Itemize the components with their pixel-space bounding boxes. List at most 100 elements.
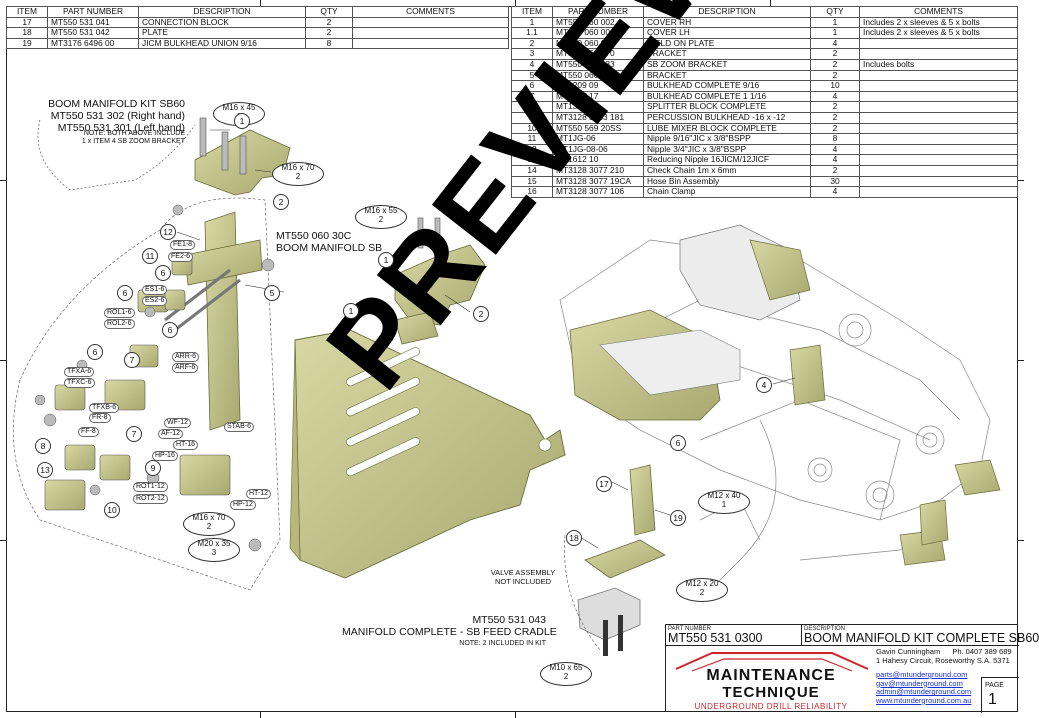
item-balloon: 10	[104, 502, 120, 518]
contact-phone: Ph. 0407 389 689	[952, 647, 1012, 656]
port-tag: WF-12	[164, 418, 191, 428]
port-tag: FF-8	[78, 427, 99, 437]
bom-table-right: ITEM PART NUMBER DESCRIPTION QTY COMMENT…	[511, 6, 1018, 198]
col-comments: COMMENTS	[859, 6, 1018, 18]
website-link[interactable]: www.mtunderground.com.au	[876, 695, 972, 705]
port-tag: FE1-8	[170, 240, 196, 250]
port-tag: TFXB-6	[89, 403, 120, 413]
logo-swoosh	[675, 652, 869, 672]
leader-line	[37, 119, 196, 191]
bom-header-row: ITEM PART NUMBER DESCRIPTION QTY COMMENT…	[511, 6, 1018, 18]
border-tick	[1018, 540, 1024, 541]
port-tag: ARF-6	[172, 363, 199, 373]
item-balloon: 1	[343, 303, 359, 319]
item-balloon: 2	[473, 306, 489, 322]
cover-plate	[289, 329, 566, 579]
cradle-label: MT550 531 043 MANIFOLD COMPLETE - SB FEE…	[342, 614, 557, 638]
item-balloon: 5	[264, 285, 280, 301]
kit-note-line1: NOTE: BOTH ABOVE INCLUDE	[83, 130, 185, 137]
bracket-part-top	[194, 117, 291, 196]
kit-title-line1: BOOM MANIFOLD KIT SB60	[48, 98, 185, 110]
port-tag: TFXC-6	[64, 378, 95, 388]
logo-tagline: UNDERGROUND DRILL RELIABILITY	[694, 702, 848, 711]
port-tag: AF-12	[158, 429, 184, 439]
email-link-admin[interactable]: admin@mtunderground.com	[876, 687, 972, 697]
border-tick	[1018, 360, 1024, 361]
leader-lines	[176, 129, 796, 549]
bom-cell-comm	[859, 186, 1018, 198]
item-balloon: 8	[35, 438, 51, 454]
bom-cell-comm: Includes 2 x sleeves & 5 x bolts	[859, 16, 1018, 29]
item-balloon: 9	[145, 460, 161, 476]
bom-table-left: ITEM PART NUMBER DESCRIPTION QTY COMMENT…	[6, 6, 509, 50]
port-tag: HT-16	[173, 440, 199, 450]
page-label: PAGE	[985, 682, 1004, 689]
border-tick	[0, 180, 6, 181]
kit-title: BOOM MANIFOLD KIT SB60 MT550 531 302 (Ri…	[30, 98, 185, 134]
item-balloon: 2	[273, 194, 289, 210]
valve-label-line2: NOT INCLUDED	[494, 577, 552, 586]
item-balloon: 1	[378, 252, 394, 268]
kit-note: NOTE: BOTH ABOVE INCLUDE 1 x ITEM 4 SB Z…	[30, 130, 185, 146]
kit-title-line2: MT550 531 302 (Right hand)	[50, 110, 185, 122]
border-tick	[260, 712, 261, 718]
valve-label: VALVE ASSEMBLY NOT INCLUDED	[478, 568, 568, 586]
port-tag: TFXA-6	[64, 367, 95, 377]
item-balloon: 18	[566, 530, 582, 546]
email-link-gav[interactable]: gav@mtunderground.com	[876, 678, 963, 688]
item-balloon: 12	[160, 224, 176, 240]
item-balloon: 6	[155, 265, 171, 281]
bom-cell-comm	[352, 37, 509, 50]
logo-text-technique: TECHNIQUE	[722, 684, 820, 701]
contact-block: Gavin Cunningham Ph. 0407 389 689 1 Hahe…	[876, 647, 1012, 665]
border-tick	[515, 0, 516, 6]
border-tick	[770, 0, 771, 6]
border-tick	[1018, 180, 1024, 181]
border-tick	[260, 0, 261, 6]
page-number: 1	[988, 691, 997, 708]
item-balloon: 11	[142, 248, 158, 264]
item-balloon: 6	[670, 435, 686, 451]
item-balloon: 6	[117, 285, 133, 301]
cradle-note: NOTE: 2 INCLUDED IN KIT	[459, 640, 546, 647]
port-tag: ARR-6	[172, 352, 200, 362]
title-block: PART NUMBER MT550 531 0300 DESCRIPTION B…	[665, 624, 1039, 713]
email-link-parts[interactable]: parts@mtunderground.com	[876, 670, 968, 679]
valve-label-line1: VALVE ASSEMBLY	[490, 568, 556, 577]
port-tag: HP-16	[152, 451, 178, 461]
port-tag: ROT2-12	[133, 494, 168, 504]
item-balloon: 1	[234, 113, 250, 129]
manifold-body	[164, 211, 263, 431]
item-balloon: 7	[124, 352, 140, 368]
part-number-label: PART NUMBER	[668, 626, 712, 632]
item-balloon: 7	[126, 426, 142, 442]
manifold-label-line2: BOOM MANIFOLD SB	[276, 242, 383, 254]
port-tag: FR-8	[89, 413, 111, 423]
port-tag: HT-12	[246, 489, 272, 499]
port-tag: ES2-6	[142, 296, 168, 306]
cradle-label-line2: MANIFOLD COMPLETE - SB FEED CRADLE	[342, 626, 557, 638]
port-tag: ROT1-12	[133, 482, 168, 492]
item-balloon: 6	[162, 322, 178, 338]
bom-cell-comm	[352, 16, 509, 29]
contact-name: Gavin Cunningham	[876, 647, 941, 656]
port-tag: ROL2-6	[104, 319, 135, 329]
border-tick	[0, 360, 6, 361]
kit-note-line2: 1 x ITEM 4 SB ZOOM BRACKET	[81, 138, 185, 145]
feed-cradle-manifold	[564, 464, 666, 656]
port-tag: STAB-6	[224, 422, 254, 432]
border-tick	[0, 540, 6, 541]
group-outline-left	[13, 197, 281, 591]
